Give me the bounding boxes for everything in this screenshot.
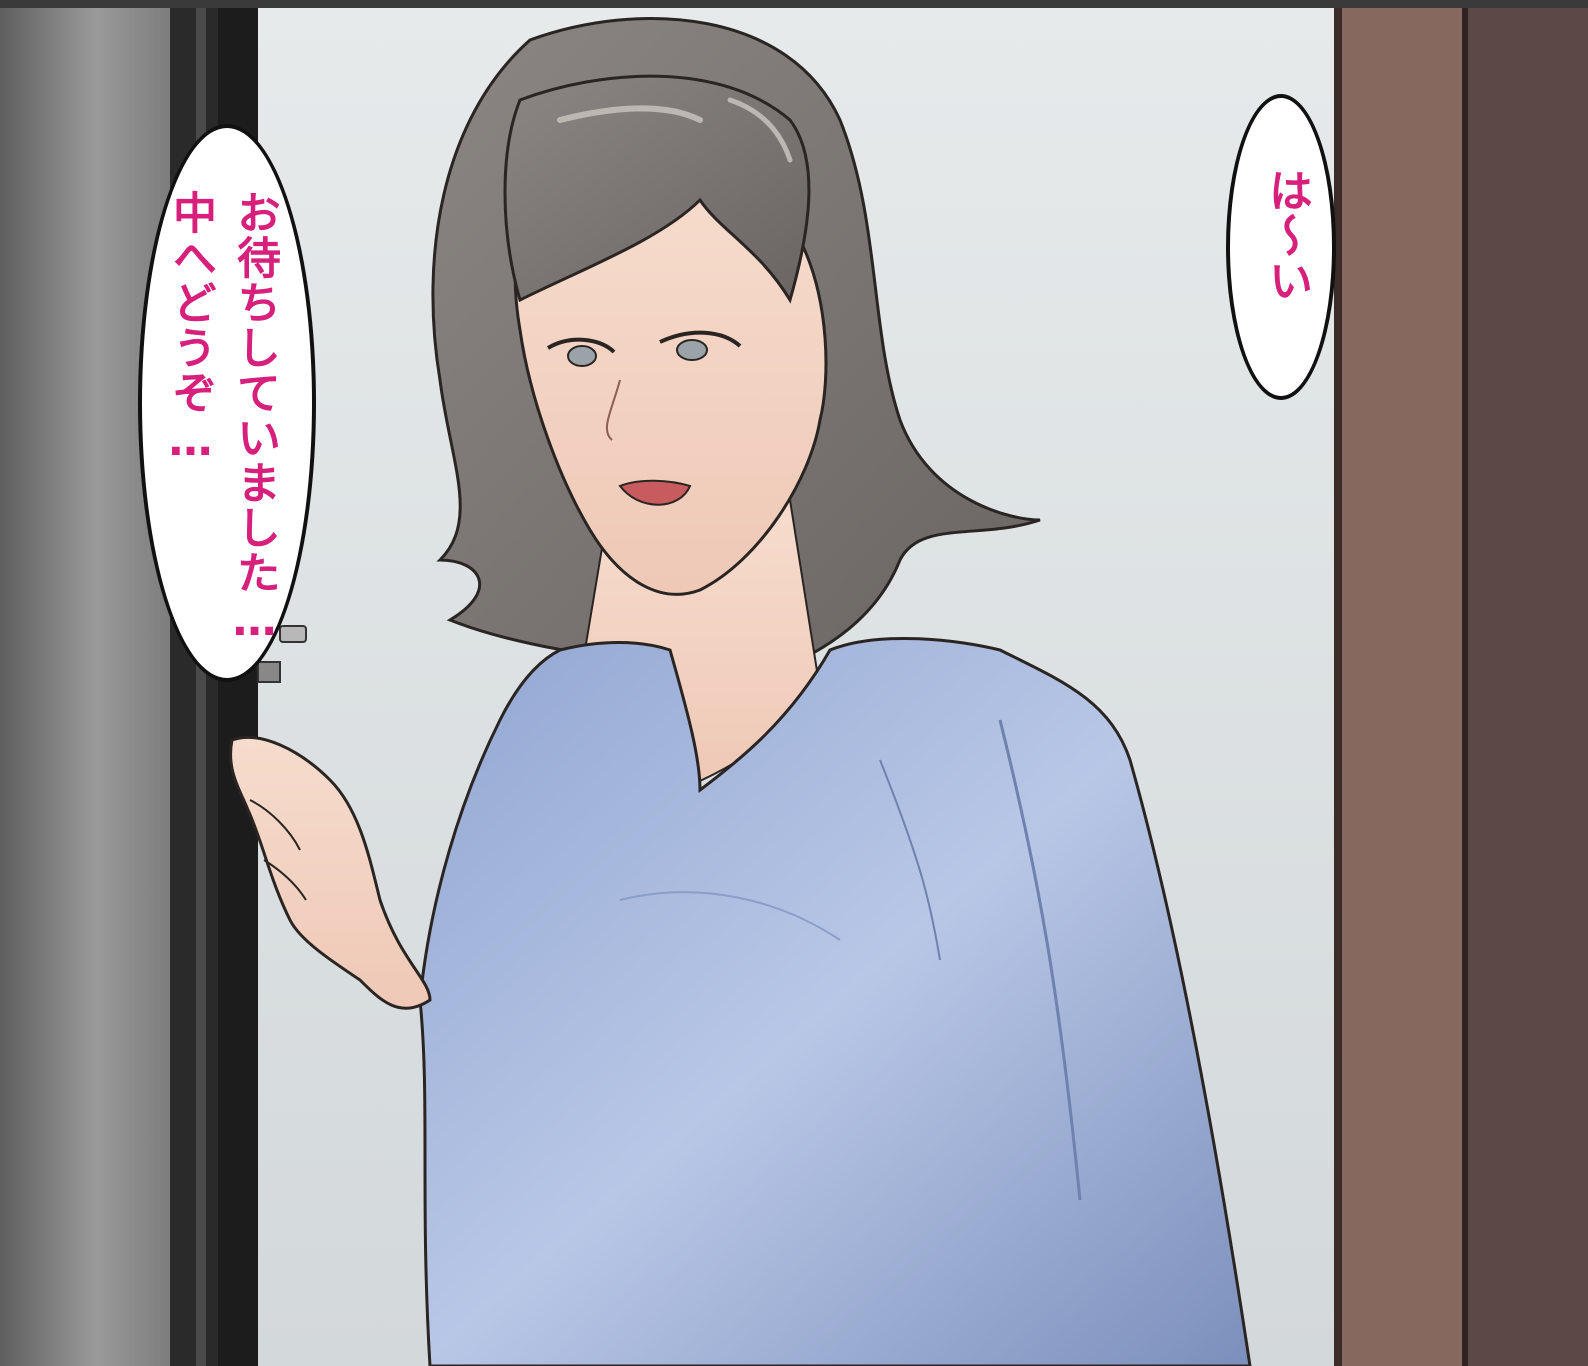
right-eye [676, 339, 708, 361]
nose [605, 379, 621, 441]
left-door-panel [0, 8, 175, 1366]
left-eye [567, 345, 597, 367]
speech-bubble-right [1226, 94, 1336, 400]
blue-sweater [418, 636, 1252, 1366]
speech-line-2: 中へどうぞ… [165, 190, 216, 467]
panel-top-border [0, 0, 1588, 8]
door-latch-icon [279, 625, 307, 643]
speech-text-right: は〜い [1261, 168, 1312, 303]
mouth [618, 479, 692, 506]
hand [229, 735, 432, 1010]
hair-front [503, 74, 811, 304]
speech-line-1: お待ちしていました… [229, 190, 280, 647]
speech-bubble-left [138, 124, 316, 682]
speech-text-left: お待ちしていました… 中へどうぞ… [158, 190, 286, 660]
right-door-frame [1334, 8, 1484, 1366]
right-door-shadow [1466, 8, 1588, 1366]
